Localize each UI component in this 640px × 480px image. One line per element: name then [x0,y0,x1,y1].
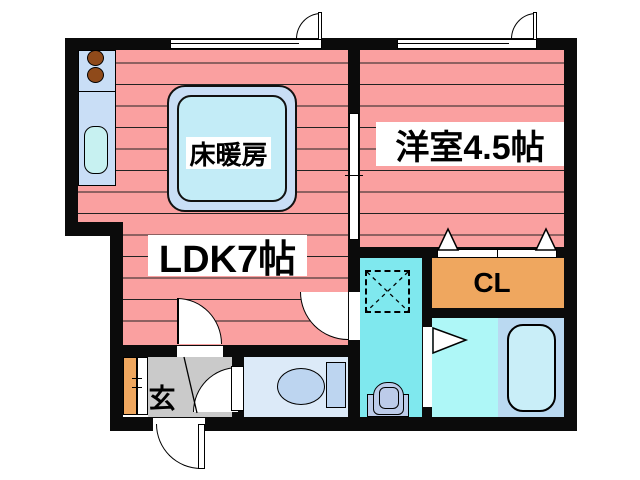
room-closet-floor [432,258,564,308]
wall-left-upper [65,38,78,236]
wall-left-lower [110,222,123,431]
window-western-midline [398,43,509,44]
entrance-side-panel [137,357,148,415]
front-door-leaf [198,424,205,469]
washbasin-bowl [379,387,399,409]
window-ldk-casement-leaf [318,12,322,40]
sliding-door-tick [345,175,363,176]
door-gap-ldk-entrance [177,346,223,357]
room-shower-floor [432,318,498,417]
entrance-label: 玄 [148,383,176,414]
western-room-label: 洋室4.5帖 [376,122,564,167]
entrance-panel-tick [132,387,142,388]
wall-ldk-bottom [110,345,360,357]
toilet-bowl-icon [277,368,325,405]
wall-closet-bottom [422,308,564,318]
sliding-door-ldk-western [349,113,359,240]
window-western-casement-leaf [533,12,537,40]
closet-label: CL [473,267,511,298]
bathtub-icon [507,324,556,412]
stove-burner-icon [87,67,104,83]
wall-left-step [65,222,123,236]
toilet-door-leaf [231,366,244,411]
wall-bottom [110,417,577,431]
door-swing-front-icon [156,424,201,469]
stove-burner-icon [87,50,104,66]
shoe-cabinet [123,357,137,415]
closet-door-track-divider [497,249,498,258]
wall-right [564,38,577,431]
window-ldk-midline [171,43,299,44]
door-gap-washroom-bath [423,327,432,407]
floor-heating-label: 床暖房 [186,137,271,170]
kitchen-counter-divider [78,91,116,92]
entrance-panel-tick [132,378,142,379]
washing-machine-space-icon [365,270,410,313]
door-gap-ldk-washroom [349,292,360,340]
kitchen-sink-icon [84,126,108,174]
ldk-label: LDK7帖 [148,235,307,281]
window-ldk [170,39,322,49]
toilet-tank [326,362,346,408]
window-western [397,39,537,49]
